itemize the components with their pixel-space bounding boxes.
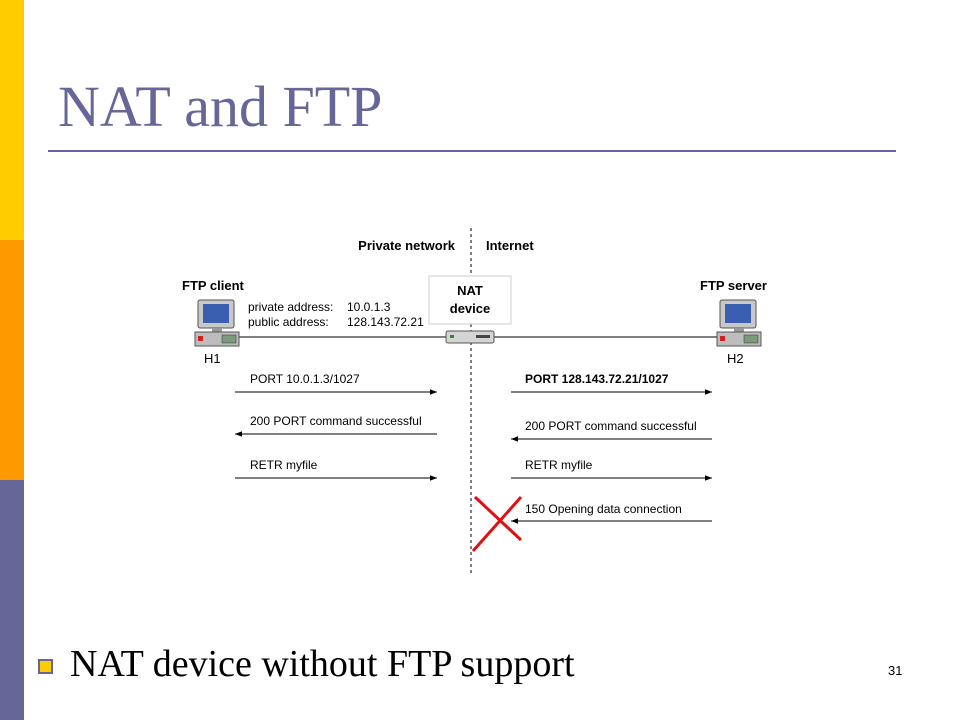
message-retr-private: RETR myfile: [250, 458, 318, 472]
host-h2-label: H2: [727, 351, 744, 366]
accent-bar-orange: [0, 240, 24, 480]
ftp-client-label: FTP client: [182, 278, 245, 293]
internet-label: Internet: [486, 238, 534, 253]
slide-title: NAT and FTP: [58, 74, 383, 139]
nat-label-line2: device: [450, 301, 490, 316]
message-200-internet: 200 PORT command successful: [525, 419, 697, 433]
private-network-label: Private network: [358, 238, 456, 253]
public-address-value: 128.143.72.21: [347, 315, 424, 329]
message-port-internet: PORT 128.143.72.21/1027: [525, 372, 669, 386]
page-number: 31: [888, 663, 903, 678]
computer-icon: [194, 299, 240, 347]
ftp-server-label: FTP server: [700, 278, 767, 293]
title-divider: [48, 150, 896, 152]
message-retr-internet: RETR myfile: [525, 458, 593, 472]
nat-label-line1: NAT: [457, 283, 483, 298]
message-200-private: 200 PORT command successful: [250, 414, 422, 428]
host-h1-label: H1: [204, 351, 221, 366]
router-icon: [445, 330, 495, 344]
private-address-value: 10.0.1.3: [347, 300, 391, 314]
bullet-text: NAT device without FTP support: [70, 643, 575, 685]
message-150-internet: 150 Opening data connection: [525, 502, 682, 516]
computer-icon: [716, 299, 762, 347]
public-address-label: public address:: [248, 315, 329, 329]
accent-bar-yellow: [0, 0, 24, 240]
nat-label-box: [428, 275, 512, 325]
accent-bar-purple: [0, 480, 24, 720]
blocked-connection-cross-icon: [471, 495, 523, 552]
message-port-private: PORT 10.0.1.3/1027: [250, 372, 360, 386]
private-address-label: private address:: [248, 300, 333, 314]
bullet-icon: [38, 659, 53, 674]
